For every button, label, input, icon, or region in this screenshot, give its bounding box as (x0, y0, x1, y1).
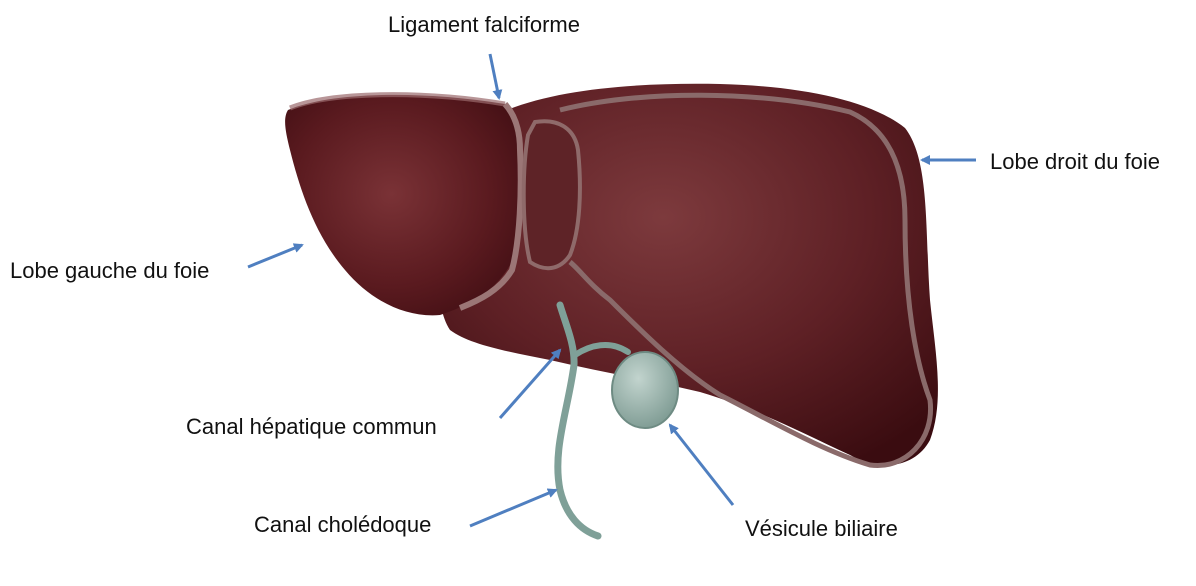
gallbladder-shape (612, 352, 678, 428)
label-common-hepatic-duct: Canal hépatique commun (186, 414, 437, 440)
arrow-icon (490, 54, 499, 98)
label-common-bile-duct: Canal cholédoque (254, 512, 431, 538)
label-falciform-ligament: Ligament falciforme (388, 12, 580, 38)
label-right-lobe: Lobe droit du foie (990, 149, 1160, 175)
left-lobe-shape (285, 95, 521, 316)
arrow-icon (500, 350, 560, 418)
label-left-lobe: Lobe gauche du foie (10, 258, 209, 284)
label-gallbladder: Vésicule biliaire (745, 516, 898, 542)
arrow-icon (248, 245, 302, 267)
arrow-icon (470, 490, 556, 526)
arrow-icon (670, 425, 733, 505)
